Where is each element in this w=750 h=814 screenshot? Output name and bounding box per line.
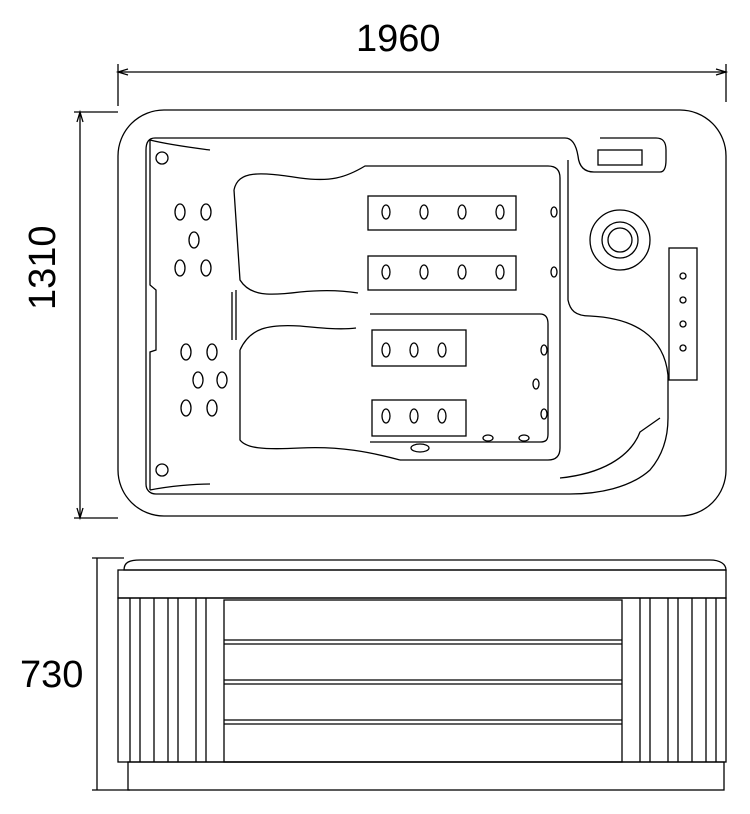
left-seat-outline [149,139,211,491]
top-view [117,109,727,517]
side-view [117,559,727,791]
seat-inner-line [370,313,549,443]
width-dimension-line [115,64,729,106]
length-dimension-label: 1310 [22,225,64,310]
length-dimension-line [74,109,118,521]
speaker-inner [601,221,639,259]
height-dimension-line [92,557,130,791]
drain-fitting-top [155,151,169,165]
lounger-upper [233,165,561,461]
center-panel [223,599,623,763]
side-rim [117,569,727,599]
spa-outer-rim [117,109,727,517]
jet-strip-lower-b [371,399,467,437]
jet-strip-upper [367,195,517,231]
control-button [679,320,687,328]
right-skirt-panels [639,598,717,762]
jet-group-lounger [381,204,558,453]
drain-fitting-bottom [155,463,169,477]
jet-strip-lower-a [371,329,467,367]
height-dimension-label: 730 [20,654,84,696]
control-display [597,149,643,166]
lounger-lower [239,324,401,461]
jet-group-left [174,203,228,417]
speaker-core [607,227,633,253]
headrest-separator [231,290,237,340]
control-button [679,296,687,304]
control-button [679,272,687,280]
corner-seat-curve [559,417,661,479]
speaker-outer [589,209,651,271]
control-panel [668,247,698,381]
spa-inner-shell [145,137,669,495]
width-dimension-label: 1960 [356,18,441,60]
jet-strip-middle [367,255,517,291]
side-base [127,761,725,791]
left-skirt-panels [129,598,207,762]
side-lid [123,559,727,571]
control-button [679,344,687,352]
